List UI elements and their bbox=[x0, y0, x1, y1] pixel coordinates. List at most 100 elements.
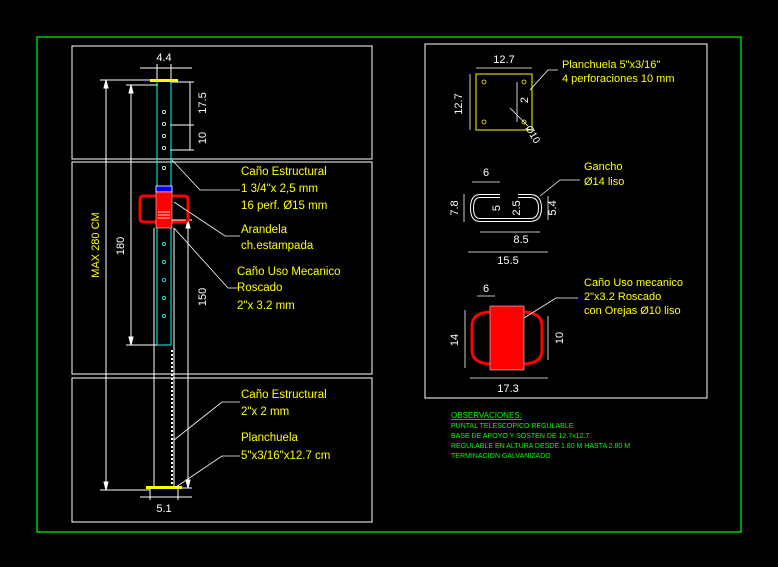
hole bbox=[161, 165, 166, 170]
dim-plate-top: 12.7 bbox=[493, 54, 514, 66]
arrow-max-top bbox=[103, 79, 109, 89]
hole bbox=[161, 145, 166, 150]
tuerca-detail bbox=[464, 295, 578, 379]
notes-line-2: BASE DE APOYO Y SOSTEN DE 12.7x12.7 bbox=[451, 433, 589, 440]
notes-line-4: TERMINACION GALVANIZADO bbox=[451, 453, 551, 460]
leader-gancho-label bbox=[539, 179, 580, 197]
planchuela-plate bbox=[475, 73, 533, 131]
hole bbox=[161, 110, 166, 115]
label-cano-estructural-2-l1: Caño Estructural bbox=[241, 389, 327, 401]
leader-planchuela bbox=[175, 455, 240, 488]
label-planchuela-l1: Planchuela bbox=[241, 432, 299, 444]
leader-cano-uso-mecanico bbox=[173, 227, 238, 289]
dim-gancho-78: 7.8 bbox=[449, 200, 461, 215]
left-view bbox=[71, 45, 373, 523]
dim-gancho-6: 6 bbox=[483, 167, 489, 179]
label-arandela-l2: ch.estampada bbox=[241, 240, 314, 252]
gancho-hook-inner bbox=[470, 195, 542, 221]
arandela-washer bbox=[155, 185, 173, 193]
left-panel-top bbox=[71, 45, 373, 160]
dim-max-height: MAX 280 CM bbox=[90, 212, 102, 277]
hole bbox=[161, 241, 166, 246]
label-arandela-l1: Arandela bbox=[241, 224, 288, 236]
dim-gancho-54: 5.4 bbox=[547, 200, 559, 215]
left-leaders bbox=[171, 159, 240, 488]
dim-175: 17.5 bbox=[197, 92, 209, 113]
label-gancho-l2: Ø14 liso bbox=[584, 176, 624, 188]
inner-pipe-holes-lower bbox=[161, 241, 166, 318]
dim-tuerca-6: 6 bbox=[483, 283, 489, 295]
arrow-max-bottom bbox=[103, 481, 109, 491]
bottom-plate bbox=[146, 486, 182, 489]
dim-10-left: 10 bbox=[197, 132, 209, 144]
hole bbox=[161, 122, 166, 127]
gancho-detail bbox=[463, 179, 580, 253]
leader-hole bbox=[509, 107, 529, 127]
leader-tuerca-label bbox=[523, 297, 578, 319]
dim-150: 150 bbox=[197, 288, 209, 306]
plate-hole bbox=[521, 119, 527, 125]
top-plate bbox=[150, 79, 178, 82]
label-tuerca-l2: 2"x3.2 Roscado bbox=[584, 291, 661, 303]
dim-bottom-width: 5.1 bbox=[156, 503, 171, 515]
leader-cano-estructural-2 bbox=[173, 401, 240, 441]
arrow-150-top bbox=[185, 219, 191, 229]
dim-gancho-155: 15.5 bbox=[497, 255, 518, 267]
label-planchuela-l2: 5"x3/16"x12.7 cm bbox=[241, 450, 330, 462]
dim-top-width: 4.4 bbox=[156, 52, 171, 64]
leader-planchuela-label bbox=[529, 69, 558, 91]
arrow-150-bottom bbox=[185, 479, 191, 489]
leader-arandela bbox=[173, 201, 240, 237]
arrow-180-bottom bbox=[128, 336, 134, 346]
planchuela-detail bbox=[469, 67, 558, 131]
hole bbox=[161, 313, 166, 318]
arandela-assembly bbox=[138, 185, 190, 229]
inner-pipe-holes bbox=[161, 110, 166, 170]
dim-plate-inner: 2 bbox=[519, 97, 531, 103]
label-cano-uso-mecanico-l1: Caño Uso Mecanico bbox=[237, 266, 341, 278]
dim-gancho-85: 8.5 bbox=[513, 234, 528, 246]
plate-hole bbox=[521, 79, 527, 85]
notes-line-1: PUNTAL TELESCOPICO REGULABLE bbox=[451, 423, 574, 430]
dim-180: 180 bbox=[115, 237, 127, 255]
arandela-ear-left bbox=[138, 194, 156, 224]
label-cano-estructural-1-l3: 16 perf. Ø15 mm bbox=[241, 200, 327, 212]
label-cano-estructural-1-l2: 1 3/4"x 2,5 mm bbox=[241, 183, 318, 195]
notes-line-3: REGULABLE EN ALTURA DESDE 1.80 M HASTA 2… bbox=[451, 443, 630, 450]
dim-tuerca-173: 17.3 bbox=[497, 383, 518, 395]
leader-cano-estructural-1 bbox=[171, 159, 240, 191]
arandela-nut bbox=[155, 191, 173, 229]
dim-plate-left: 12.7 bbox=[453, 93, 465, 114]
tuerca-body bbox=[489, 305, 525, 371]
notes-title: OBSERVACIONES: bbox=[451, 411, 522, 420]
label-gancho-l1: Gancho bbox=[584, 161, 623, 173]
dim-tuerca-14: 14 bbox=[449, 334, 461, 346]
hole bbox=[161, 295, 166, 300]
hole bbox=[161, 277, 166, 282]
dim-gancho-25: 2.5 bbox=[511, 200, 523, 215]
hole bbox=[161, 133, 166, 138]
left-panel-middle bbox=[71, 161, 373, 375]
right-panel bbox=[424, 43, 708, 399]
label-cano-estructural-2-l2: 2"x 2 mm bbox=[241, 406, 289, 418]
label-cano-uso-mecanico-l3: 2"x 3.2 mm bbox=[237, 300, 295, 312]
hole bbox=[161, 259, 166, 264]
label-planchuela-r-l2: 4 perforaciones 10 mm bbox=[562, 73, 675, 85]
plate-hole bbox=[481, 119, 487, 125]
arandela-ear-right bbox=[172, 194, 190, 224]
tuerca-ear-right bbox=[521, 310, 544, 366]
dim-tuerca-10: 10 bbox=[554, 332, 566, 344]
label-tuerca-l3: con Orejas Ø10 liso bbox=[584, 305, 681, 317]
label-planchuela-r-l1: Planchuela 5"x3/16" bbox=[562, 59, 660, 71]
outer-frame bbox=[36, 36, 742, 533]
arrow-180-top bbox=[128, 84, 134, 94]
tuerca-ear-left bbox=[470, 310, 493, 366]
label-cano-uso-mecanico-l2: Roscado bbox=[237, 282, 282, 294]
label-cano-estructural-1-l1: Caño Estructural bbox=[241, 166, 327, 178]
label-tuerca-l1: Caño Uso mecanico bbox=[584, 277, 683, 289]
dim-gancho-5: 5 bbox=[491, 205, 503, 211]
left-panel-bottom bbox=[71, 377, 373, 523]
plate-hole bbox=[481, 79, 487, 85]
